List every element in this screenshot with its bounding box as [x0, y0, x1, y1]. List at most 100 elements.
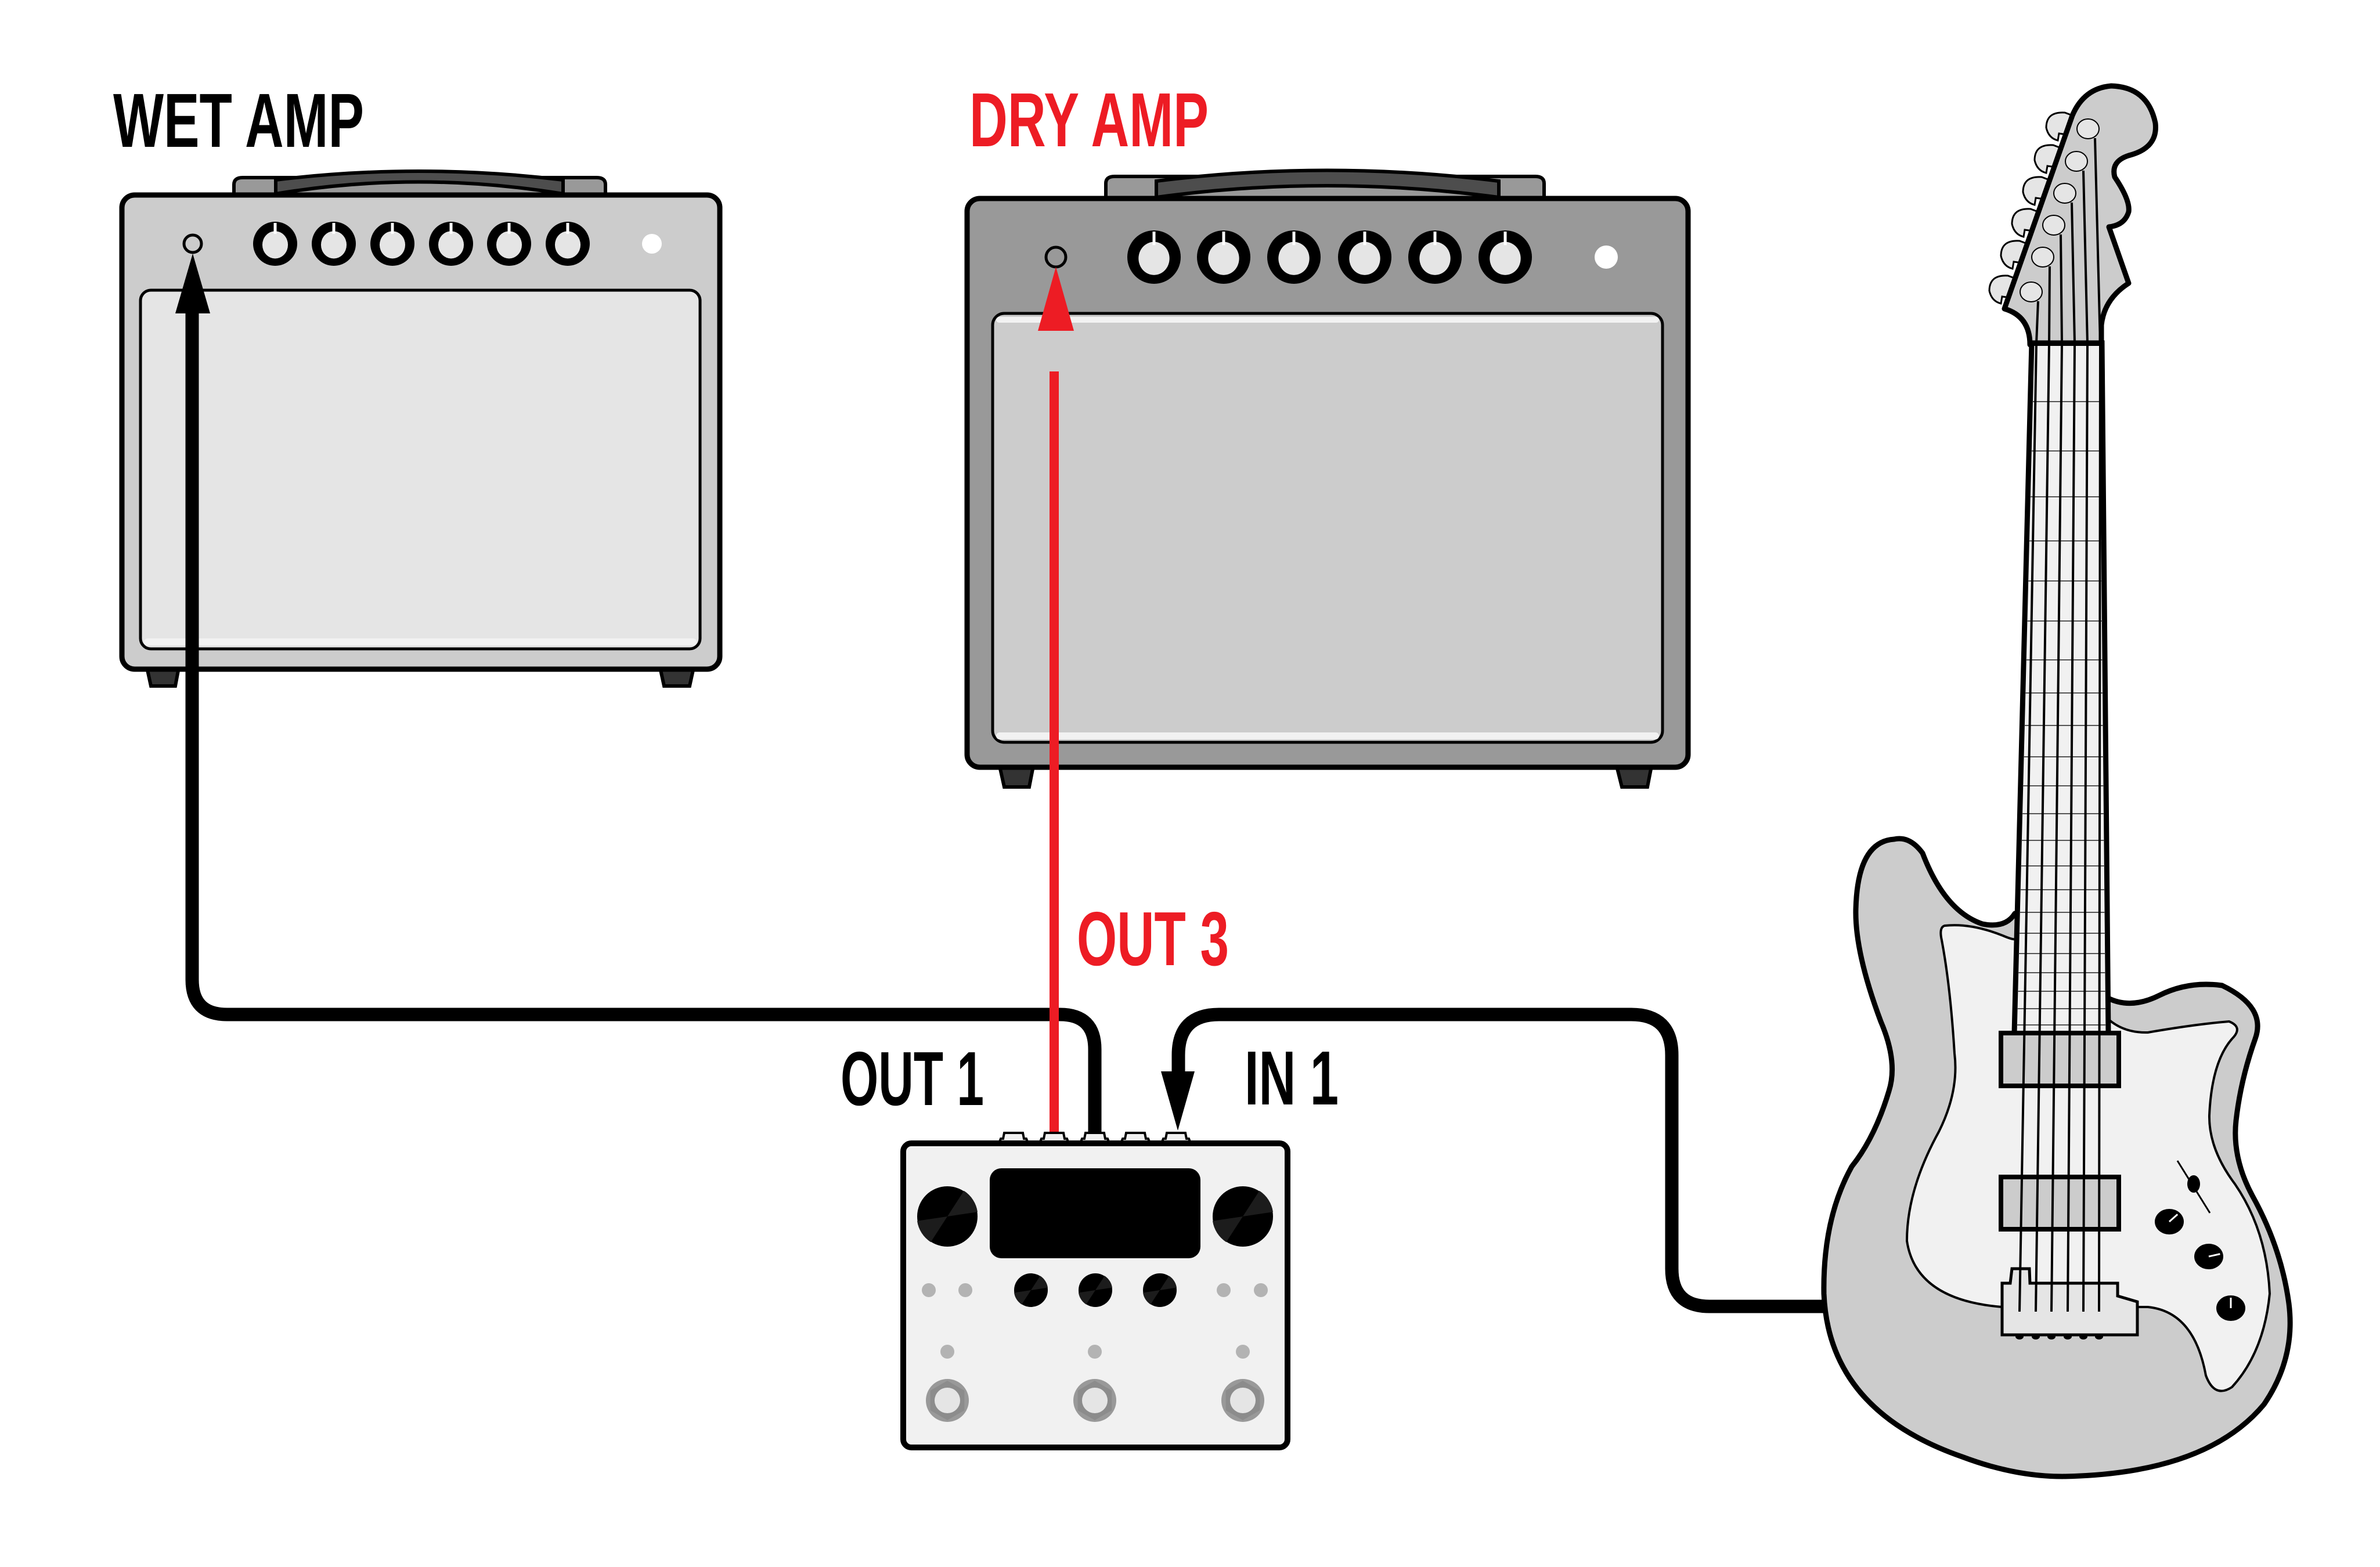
pedal-small-knobs	[1014, 1273, 1177, 1307]
amp-knob-cap	[1208, 241, 1239, 275]
amp-knob[interactable]	[370, 222, 414, 266]
wet-amp-handle	[232, 169, 607, 197]
pedal-small-knob[interactable]	[1143, 1273, 1177, 1307]
pedal-large-knob[interactable]	[917, 1186, 978, 1247]
pedal-small-knob-shade	[1014, 1290, 1031, 1305]
wet-amp-power-led	[642, 234, 662, 254]
amp-knob[interactable]	[1338, 230, 1391, 284]
guitar-bridge-saddle	[2095, 1334, 2103, 1339]
guitar-knob-pointer	[2169, 1214, 2179, 1223]
amp-knob-cap	[1490, 241, 1521, 275]
guitar-tuner-post	[2065, 151, 2088, 172]
pedal-large-knobs	[917, 1186, 1273, 1247]
guitar-frets	[2017, 401, 2106, 1026]
guitar-control-knob[interactable]	[2155, 1209, 2184, 1234]
pedal-footswitch[interactable]	[1221, 1379, 1264, 1422]
pedal-small-knob-shade	[1160, 1276, 1177, 1290]
amp-knob[interactable]	[1197, 230, 1250, 284]
pedal-large-knob-shade	[917, 1216, 947, 1243]
guitar-bridge-saddle	[2047, 1334, 2056, 1339]
amp-knob[interactable]	[253, 222, 297, 266]
dry-amp[interactable]	[964, 168, 1691, 789]
pedal-footswitch-led	[1236, 1345, 1250, 1359]
guitar-bridge-saddle	[2079, 1334, 2087, 1339]
pedal-footswitch-led	[1088, 1345, 1102, 1359]
amp-knob[interactable]	[1408, 230, 1462, 284]
amp-knob[interactable]	[1479, 230, 1532, 284]
pedal-small-knob-shade	[1079, 1290, 1095, 1305]
pedal-small-knob[interactable]	[1079, 1273, 1112, 1307]
guitar-tuner-post	[2053, 183, 2076, 204]
guitar-string	[2082, 170, 2089, 1312]
guitar-pickup-selector[interactable]	[2176, 1160, 2211, 1214]
amp-knob[interactable]	[1267, 230, 1321, 284]
pedal-footswitch[interactable]	[926, 1379, 969, 1422]
amp-knob-cap	[438, 231, 464, 259]
wet-amp-grille-highlight	[144, 638, 697, 645]
guitar-control-knob[interactable]	[2216, 1295, 2245, 1321]
guitar-string	[2035, 266, 2051, 1312]
amp-knob[interactable]	[312, 222, 356, 266]
cable-guitar-to-in1[interactable]	[1171, 1008, 1826, 1313]
cable-out1-to-wet-amp[interactable]	[185, 308, 1102, 1135]
pedal-large-knob-shade	[1243, 1190, 1273, 1216]
guitar-control-knobs	[2155, 1209, 2245, 1321]
pedal-indicator-dot	[958, 1283, 972, 1297]
dry-amp-handle	[1104, 168, 1546, 200]
electric-guitar[interactable]	[1821, 83, 2293, 1479]
amp-knob-cap	[1138, 241, 1170, 275]
wet-amp-label: WET AMP	[113, 78, 364, 163]
pedal-display	[990, 1168, 1200, 1258]
pedal-large-knob-shade	[1213, 1216, 1243, 1243]
footswitch-button	[1230, 1388, 1256, 1413]
pedal-footswitch-led	[940, 1345, 954, 1359]
pedal-footswitch[interactable]	[1073, 1379, 1116, 1422]
amp-knob[interactable]	[1127, 230, 1181, 284]
guitar-strings	[2018, 138, 2102, 1312]
guitar-pickguard	[1905, 924, 2271, 1392]
guitar-knob-pointer	[2208, 1253, 2220, 1258]
amp-knob-cap	[1419, 241, 1451, 275]
guitar-bridge-pickup	[1999, 1175, 2121, 1232]
wet-amp-grille	[139, 288, 702, 651]
wet-amp-knobs	[253, 222, 590, 266]
guitar-tuner-post	[2076, 118, 2100, 139]
guitar-headstock	[2002, 83, 2158, 348]
effects-pedal[interactable]	[900, 1132, 1290, 1450]
guitar-bridge-saddle	[2015, 1334, 2024, 1339]
amp-knob-cap	[1349, 241, 1380, 275]
guitar-string	[2050, 234, 2064, 1312]
pedal-indicator-dot	[1254, 1283, 1268, 1297]
pedal-footswitches	[926, 1379, 1264, 1422]
out1-label: OUT 1	[841, 1036, 984, 1121]
amp-knob[interactable]	[487, 222, 531, 266]
in1-label: IN 1	[1245, 1035, 1339, 1121]
guitar-bridge-saddles	[2015, 1334, 2103, 1339]
out3-label: OUT 3	[1077, 896, 1229, 981]
pedal-small-knob[interactable]	[1014, 1273, 1048, 1307]
amp-knob[interactable]	[429, 222, 473, 266]
guitar-bridge-saddle	[2064, 1334, 2072, 1339]
dry-amp-input-jack[interactable]	[1044, 245, 1068, 269]
wet-amp[interactable]	[119, 169, 723, 688]
guitar-string	[2094, 138, 2102, 1312]
guitar-control-knob[interactable]	[2194, 1244, 2223, 1269]
guitar-string	[2018, 301, 2039, 1312]
dry-amp-grille	[991, 312, 1664, 744]
guitar-bridge-saddle	[2032, 1334, 2040, 1339]
amp-knob-cap	[1278, 241, 1310, 275]
dry-amp-arrow-icon	[1038, 267, 1074, 331]
dry-amp-power-led	[1595, 245, 1618, 269]
footswitch-button	[1082, 1388, 1108, 1413]
amp-knob[interactable]	[546, 222, 590, 266]
guitar-tuner-post	[2020, 281, 2043, 302]
footswitch-button	[935, 1388, 960, 1413]
amp-knob-cap	[320, 231, 347, 259]
dry-amp-label: DRY AMP	[969, 77, 1209, 163]
pedal-small-knob-shade	[1095, 1276, 1112, 1290]
pedal-indicator-dot	[922, 1283, 936, 1297]
dry-amp-knobs	[1127, 230, 1532, 284]
pedal-large-knob[interactable]	[1213, 1186, 1273, 1247]
wet-amp-input-jack[interactable]	[182, 233, 203, 254]
